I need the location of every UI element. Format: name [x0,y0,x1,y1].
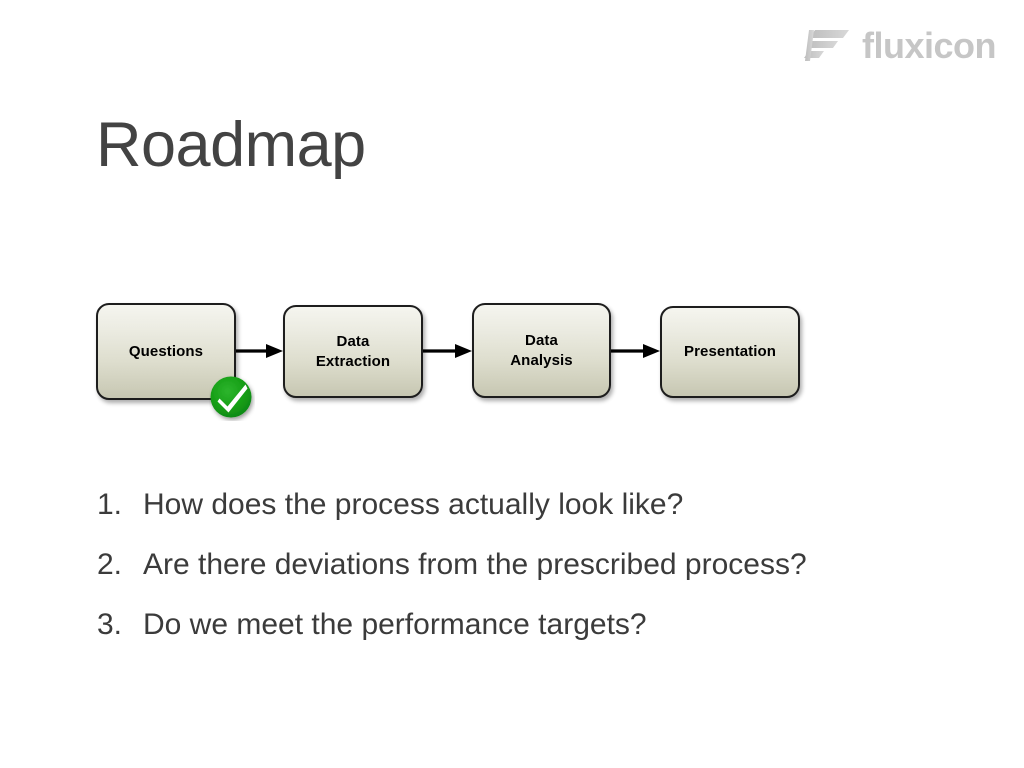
flow-arrow-1 [236,344,283,358]
process-step-label: Questions [128,342,204,360]
flow-arrow-2 [423,344,472,358]
process-step-label: Presentation [683,343,777,361]
process-step-label-line2: Extraction [315,352,391,370]
process-step-label-line1: Data [525,332,558,350]
process-step-label-line1: Data [336,333,370,351]
process-step-data-analysis[interactable]: Data Analysis [472,303,611,398]
fluxicon-f-logo-icon [803,30,849,61]
process-step-label-line2: Analysis [510,351,573,369]
brand-logo: fluxicon [803,25,997,66]
questions-list: 1. How does the process actually look li… [97,487,807,667]
page-title: Roadmap [96,110,366,180]
list-item-text: Do we meet the performance targets? [143,608,647,641]
process-step-label: Data Extraction [316,332,390,370]
list-item: 2. Are there deviations from the prescri… [97,547,807,583]
process-step-questions[interactable]: Questions [96,303,236,400]
list-item-number: 2. [97,548,123,581]
list-item: 1. How does the process actually look li… [97,487,807,523]
brand-wordmark: fluxicon [861,25,997,66]
process-step-presentation[interactable]: Presentation [660,306,800,398]
list-item-number: 3. [97,608,123,641]
list-item-text: Are there deviations from the prescribed… [143,548,807,581]
list-item: 3. Do we meet the performance targets? [97,607,807,643]
list-item-number: 1. [97,488,123,521]
check-circle-icon[interactable] [209,375,255,421]
flow-arrow-3 [611,344,660,358]
process-step-data-extraction[interactable]: Data Extraction [283,305,423,398]
process-step-label: Data Analysis [510,331,573,369]
list-item-text: How does the process actually look like? [143,488,684,521]
